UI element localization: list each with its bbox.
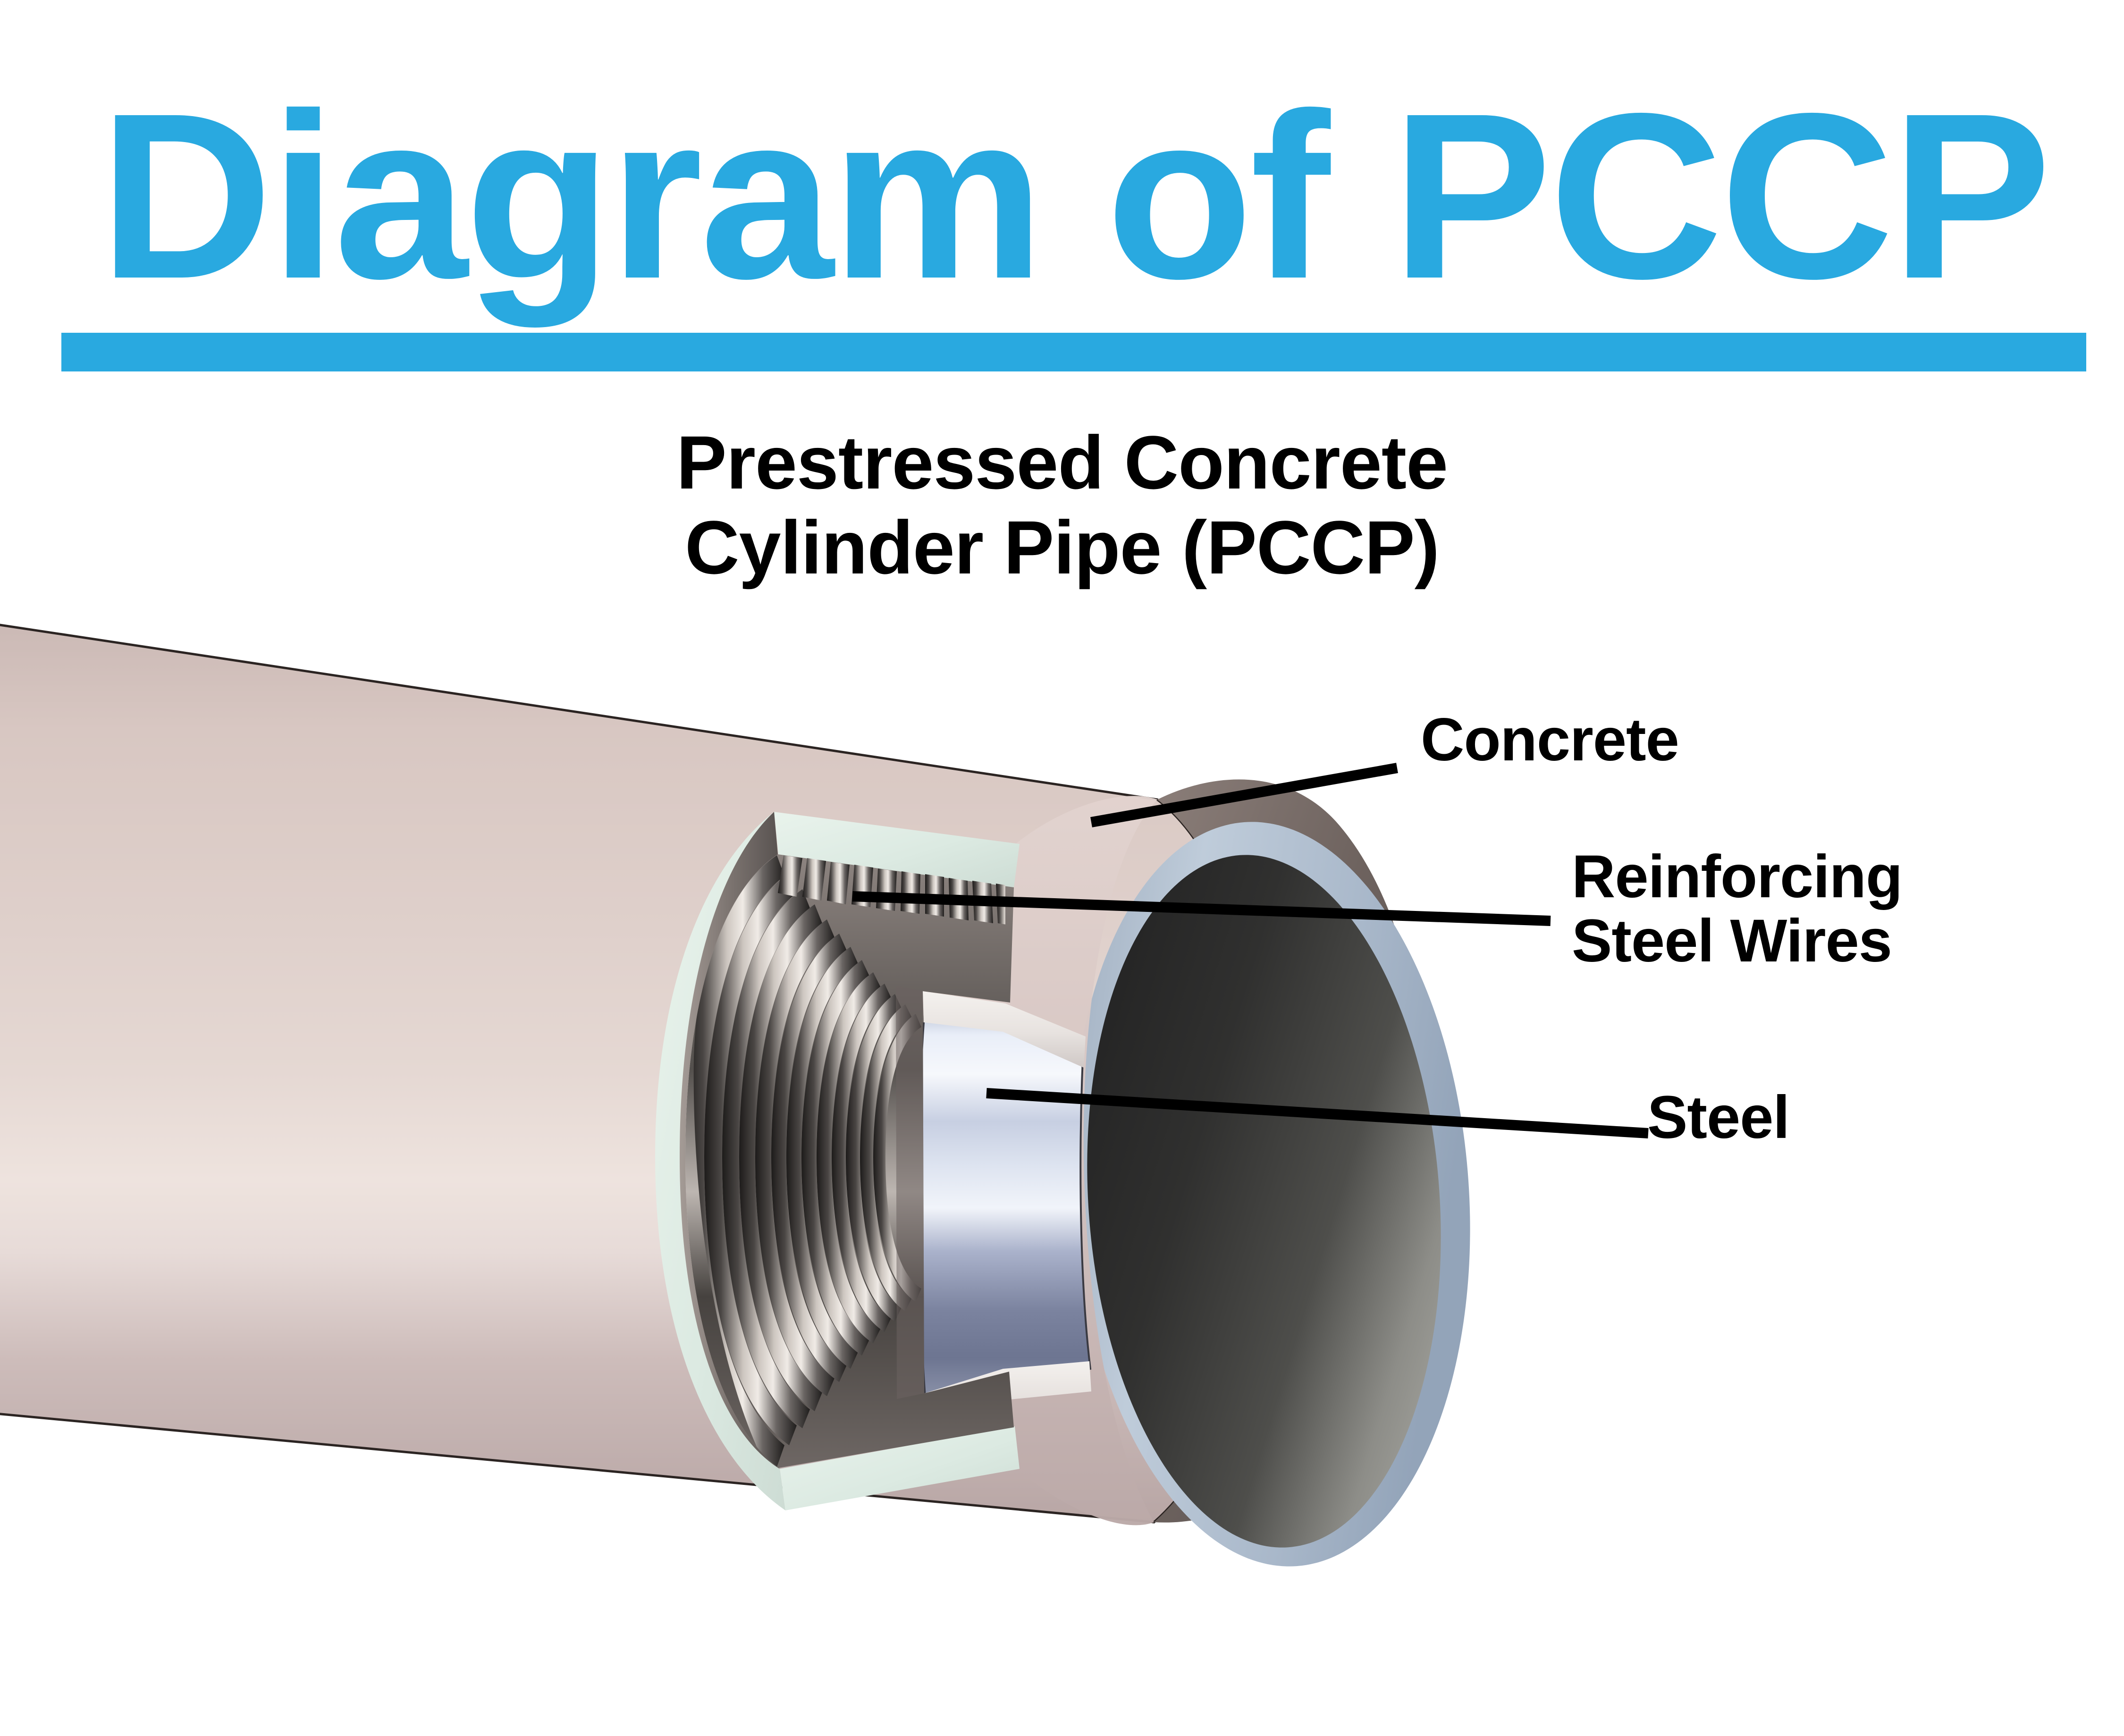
callout-label-reinforcing-steel-wires: Reinforcing Steel Wires [1572, 843, 1903, 975]
callout-label-reinforcing-steel-wires-line-1: Reinforcing [1572, 843, 1903, 910]
title-block: Diagram of PCCP [0, 0, 2124, 387]
subtitle-line-1: Prestressed Concrete [676, 420, 1448, 505]
callout-label-steel-text: Steel [1647, 1084, 1790, 1151]
wire-window-border [655, 812, 1020, 1510]
callout-label-concrete: Concrete [1421, 708, 1679, 772]
callout-label-steel: Steel [1647, 1084, 1790, 1151]
reinforcing-wire-band [680, 812, 1014, 1469]
subtitle-line-2: Cylinder Pipe (PCCP) [684, 505, 1440, 590]
wire-to-steel-edge [896, 986, 924, 1399]
callout-label-concrete-text: Concrete [1421, 706, 1679, 774]
leader-line-concrete [1090, 763, 1398, 827]
callout-label-reinforcing-steel-wires-line-2: Steel Wires [1572, 907, 1892, 975]
callout-leader-lines [852, 763, 1649, 1138]
page-subtitle: Prestressed Concrete Cylinder Pipe (PCCP… [283, 420, 1841, 590]
leader-line-steel [986, 1088, 1649, 1138]
pipe-bore [1087, 855, 1441, 1548]
title-underline-bar [61, 333, 2086, 371]
leader-line-reinforcing-steel-wires [852, 891, 1551, 926]
steel-cylinder-wall [917, 1002, 1092, 1399]
page-title: Diagram of PCCP [99, 64, 2052, 328]
